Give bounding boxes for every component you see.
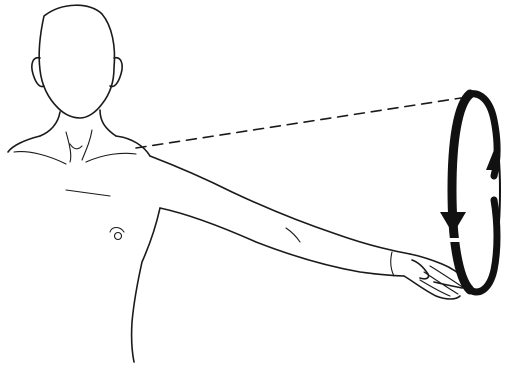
extended-arm <box>150 156 410 276</box>
torso <box>8 136 160 362</box>
head <box>32 5 122 118</box>
down-arrow-icon <box>440 212 466 234</box>
nipple <box>110 228 124 233</box>
circle-motion-indicator <box>440 92 500 292</box>
dashed-reference-line <box>136 96 474 148</box>
